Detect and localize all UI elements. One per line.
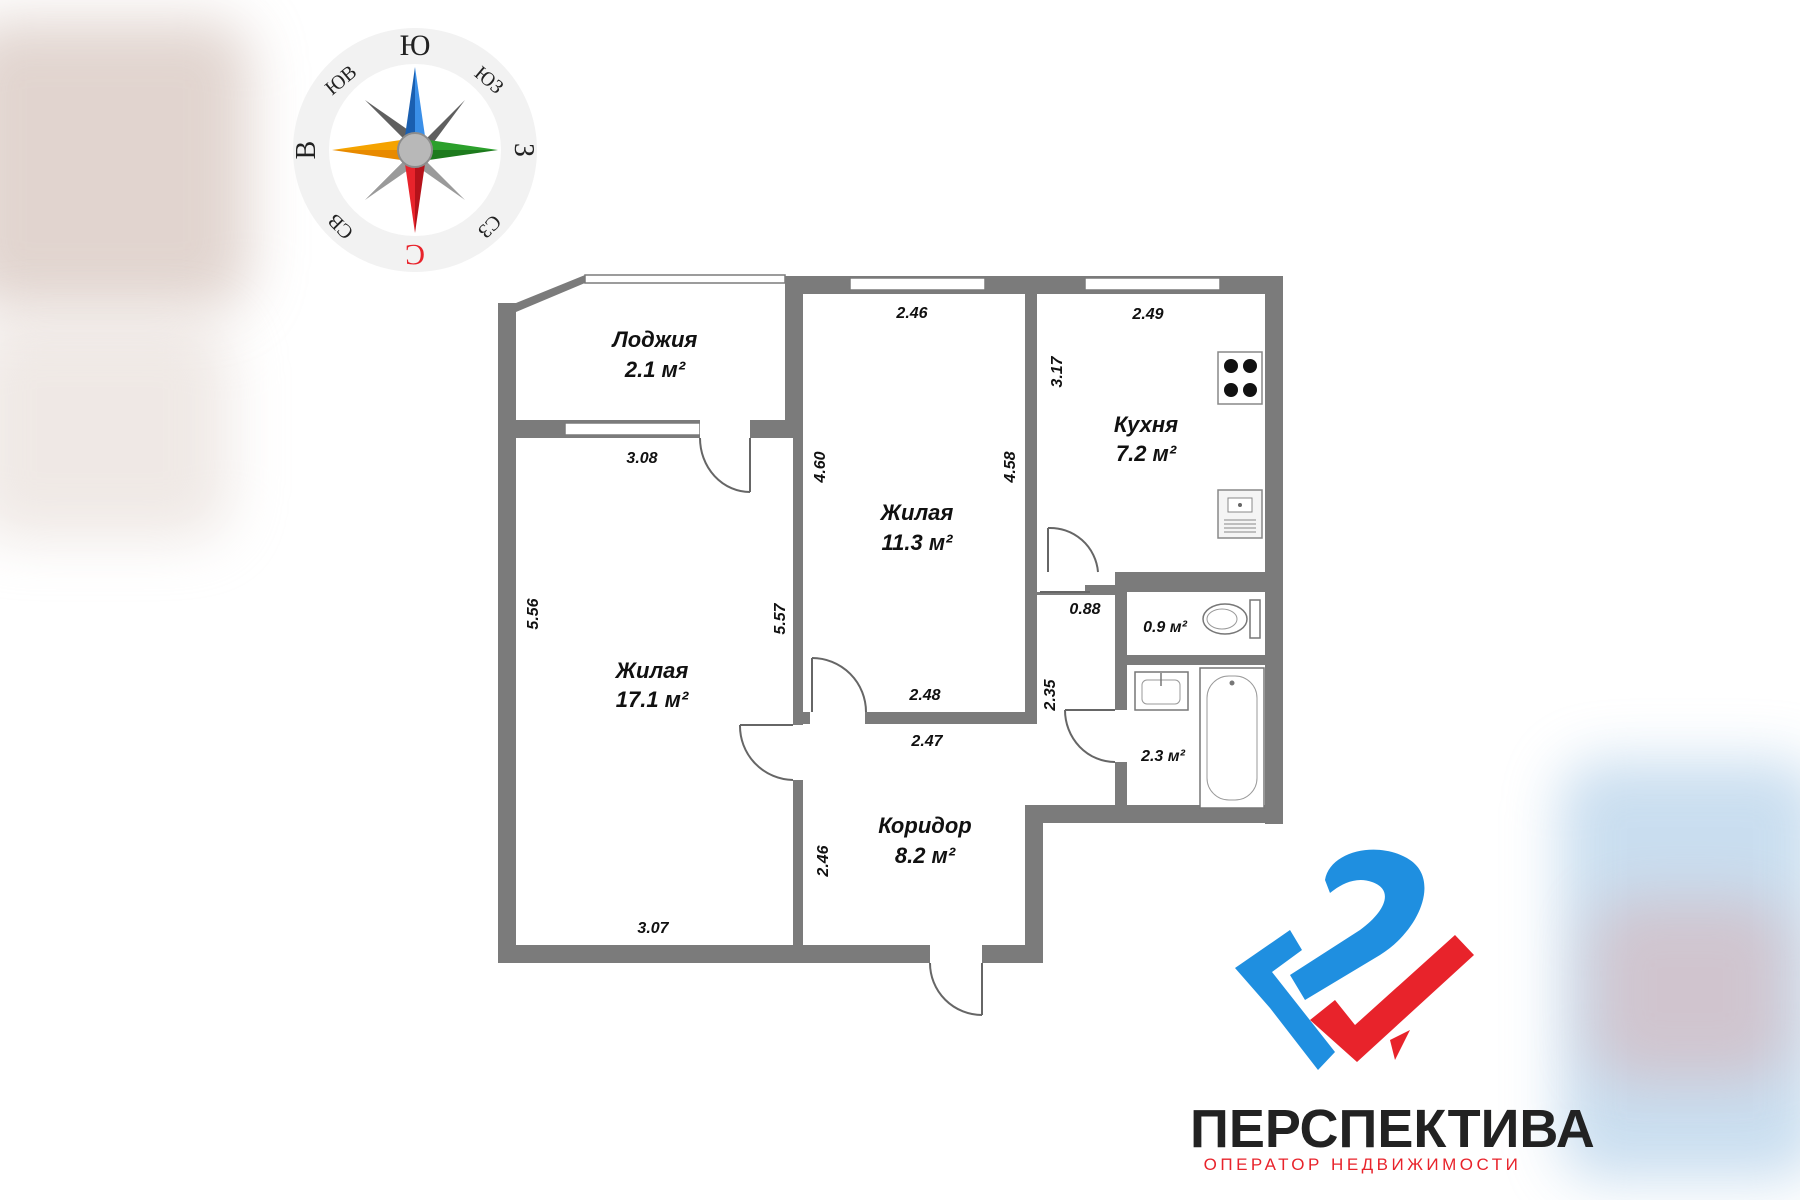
room-name-kitchen: Кухня: [1114, 412, 1178, 437]
room-name-living-big: Жилая: [615, 658, 689, 683]
compass-rose: Ю ЮЗ ЮВ З В СЗ СВ С: [291, 28, 539, 272]
windows: [564, 277, 1221, 436]
compass-label-n-bottom: С: [405, 238, 425, 271]
north-pointer: [403, 150, 415, 233]
toilet-icon: [1202, 599, 1261, 639]
blur-decor-right: [1560, 760, 1800, 1180]
compass-label-w: З: [508, 143, 539, 157]
room-area-living-big: 17.1 м²: [616, 687, 689, 712]
brand-name: ПЕРСПЕКТИВА: [1190, 1099, 1595, 1159]
brand-tagline: ОПЕРАТОР НЕДВИЖИМОСТИ: [1203, 1155, 1522, 1174]
door-living-small: [810, 657, 867, 724]
room-name-living-small: Жилая: [880, 500, 954, 525]
room-name-corridor: Коридор: [878, 813, 971, 838]
dim-kitchen-top: 2.49: [1131, 306, 1163, 323]
room-area-corridor: 8.2 м²: [895, 843, 956, 868]
dim-corridor-left: 2.46: [815, 845, 832, 877]
dim-hall-side: 2.35: [1042, 678, 1059, 711]
logo-red-accent: [1390, 1030, 1410, 1060]
kitchen-sink-icon: [1217, 489, 1263, 539]
dim-living-big-bottom: 3.07: [637, 920, 669, 937]
stove-icon: [1217, 351, 1263, 405]
door-entrance: [929, 945, 983, 1016]
door-living-big: [738, 724, 803, 781]
dimension-labels: 2.46 2.49 3.17 3.08 4.60 4.58 5.56 5.57 …: [525, 305, 1164, 937]
door-kitchen: [1037, 526, 1099, 592]
dim-kitchen-side: 3.17: [1049, 355, 1066, 387]
doors: [699, 420, 1127, 1016]
door-bath: [1064, 709, 1127, 763]
room-labels: Лоджия 2.1 м² Жилая 11.3 м² Кухня 7.2 м²…: [611, 327, 1188, 868]
west-pointer: [415, 138, 498, 150]
dim-living-small-bottom: 2.48: [908, 687, 940, 704]
dim-living-big-left: 5.56: [525, 598, 542, 629]
dim-living-small-top: 2.46: [895, 305, 927, 322]
door-loggia: [699, 420, 751, 493]
south-pointer: [403, 67, 415, 150]
dim-living-small-left: 4.60: [812, 451, 829, 483]
room-area-loggia: 2.1 м²: [624, 357, 686, 382]
room-name-loggia: Лоджия: [611, 327, 698, 352]
dim-corridor-top: 2.47: [910, 733, 943, 750]
logo-blue-stroke: [1235, 930, 1335, 1070]
logo-two-shape: [1290, 849, 1425, 1000]
blur-decor-left: [0, 20, 250, 310]
dim-wc-hall: 0.88: [1069, 601, 1100, 618]
blur-decor-left-2: [0, 320, 230, 540]
bathtub-icon: [1199, 667, 1265, 809]
logo-check-mark: [1310, 935, 1474, 1062]
brand-logo: [1235, 849, 1474, 1070]
east-pointer: [332, 138, 415, 150]
dim-living-small-right: 4.58: [1002, 451, 1019, 483]
room-area-bath: 2.3 м²: [1140, 748, 1186, 765]
dim-living-big-right: 5.57: [772, 602, 789, 634]
compass-label-s-top: Ю: [400, 29, 431, 62]
compass-label-e: В: [291, 141, 322, 160]
room-area-living-small: 11.3 м²: [882, 530, 954, 555]
blur-decor-right-2: [1590, 900, 1790, 1080]
washbasin-icon: [1134, 671, 1189, 711]
dim-living-big-top: 3.08: [626, 450, 657, 467]
room-area-kitchen: 7.2 м²: [1116, 441, 1177, 466]
room-area-wc: 0.9 м²: [1143, 619, 1188, 636]
